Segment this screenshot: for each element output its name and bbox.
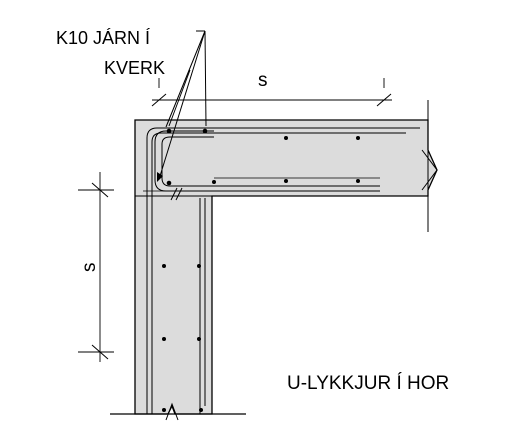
loop-note: U-LYKKJUR Í HOR <box>287 373 449 394</box>
rebar-dot <box>284 179 288 183</box>
vertical-spacing-label: s <box>79 263 100 273</box>
joint-mark-2 <box>175 187 183 201</box>
leader-arrowhead <box>157 172 163 182</box>
bar-note-line1: K10 JÁRN Í <box>56 28 150 48</box>
rebar-dot <box>197 264 201 268</box>
outer-bar-second <box>151 132 406 414</box>
rebar-dot <box>356 179 360 183</box>
rebar-dot <box>162 408 166 412</box>
rebar-dot <box>197 337 201 341</box>
rebar-dot <box>166 180 172 186</box>
vertical-dimension <box>78 172 114 362</box>
joint-mark-1 <box>170 187 178 201</box>
rebar-dot <box>162 337 166 341</box>
rebar-dot <box>356 136 360 140</box>
bar-note-line2: KVERK <box>104 58 165 78</box>
u-loop-bar-outer <box>154 130 380 192</box>
u-loop-bar-inner <box>161 136 380 187</box>
concrete-section <box>134 119 438 415</box>
rebar-dot <box>212 180 216 184</box>
rebar-dot <box>162 264 166 268</box>
wall-break-symbol <box>165 402 179 421</box>
horizontal-dimension <box>151 78 392 107</box>
horizontal-spacing-label: s <box>258 70 268 91</box>
rebar-dot <box>166 128 172 134</box>
rebar-dot <box>202 128 208 134</box>
rebar-dot <box>199 408 203 412</box>
leader-lines <box>159 30 207 177</box>
rebar-dot <box>284 136 288 140</box>
outer-bar-slab-top <box>146 127 420 414</box>
slab-break-symbol <box>421 149 438 191</box>
